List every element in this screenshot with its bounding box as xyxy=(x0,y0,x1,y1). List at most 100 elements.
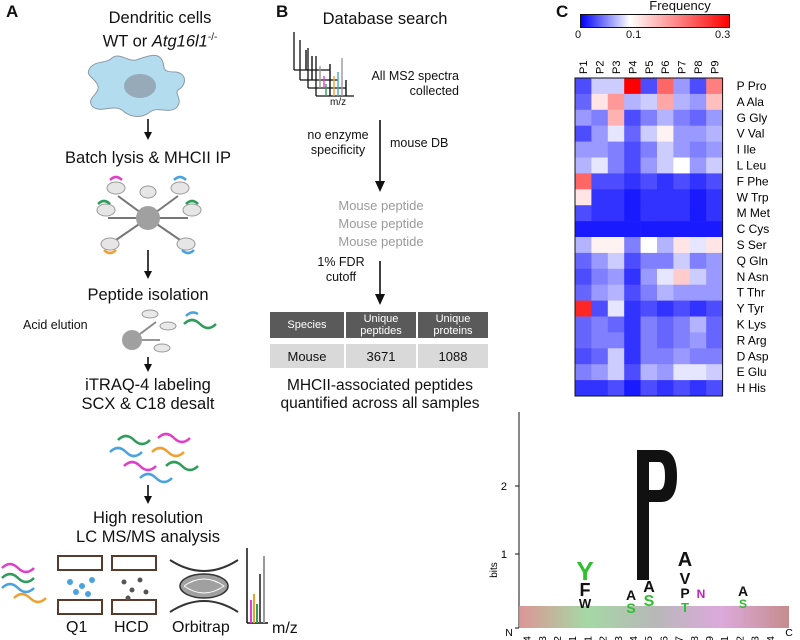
heatmap-cell xyxy=(689,93,707,111)
logo-xtick: -3 xyxy=(537,636,549,640)
heatmap-cell xyxy=(640,109,658,126)
step-peptide-isolation: Peptide isolation xyxy=(87,286,209,304)
heatmap-cell xyxy=(591,252,609,270)
heatmap-cell xyxy=(657,237,674,254)
heatmap-cell xyxy=(657,268,674,285)
heatmap-cell xyxy=(575,157,592,174)
logo-xtick: -1 xyxy=(567,636,579,640)
logo-xtick: P3 xyxy=(613,636,625,640)
heatmap-cell xyxy=(607,221,625,238)
mouse-peptide-item: Mouse peptide xyxy=(338,216,424,231)
table-cell: Mouse xyxy=(270,344,344,368)
heatmap-cell xyxy=(575,284,592,301)
heatmap-cell xyxy=(607,364,625,381)
heatmap-cell xyxy=(607,332,625,349)
table-header-cell: Species xyxy=(270,312,344,338)
panel-c-letter: C xyxy=(556,2,569,21)
heatmap-cell xyxy=(706,300,723,317)
heatmap-cell xyxy=(624,125,641,142)
heatmap-cell xyxy=(591,109,609,126)
heatmap-cell xyxy=(607,252,625,270)
svg-text:A: A xyxy=(738,583,748,599)
heatmap-cell xyxy=(624,300,641,317)
heatmap-cell xyxy=(575,189,592,206)
output-spectrum-icon xyxy=(246,548,268,624)
heatmap-cell xyxy=(706,205,723,222)
heatmap-cell xyxy=(591,380,609,397)
ion-stream-icon xyxy=(1,562,47,604)
heatmap-row-label: M Met xyxy=(737,206,771,220)
heatmap-row-label: E Glu xyxy=(737,365,767,379)
heatmap-cell xyxy=(657,300,674,317)
heatmap-cell xyxy=(673,189,691,206)
panel-a-letter: A xyxy=(6,2,19,21)
dendritic-cells-label: Dendritic cells xyxy=(108,9,212,27)
heatmap-cell xyxy=(591,173,609,190)
heatmap-cell xyxy=(607,173,625,190)
heatmap-cell xyxy=(607,157,625,174)
mouse-db-note: mouse DB xyxy=(390,136,449,150)
heatmap-cell xyxy=(624,78,641,95)
heatmap-cell xyxy=(624,348,641,365)
heatmap-cell xyxy=(575,205,592,222)
heatmap-cell xyxy=(689,141,707,158)
heatmap-cell xyxy=(706,221,723,238)
heatmap-cell xyxy=(689,78,707,95)
heatmap-cell xyxy=(591,316,609,333)
heatmap-cell xyxy=(689,173,707,190)
logo-xtick: -2 xyxy=(552,636,564,640)
mouse-peptide-list: Mouse peptide Mouse peptide Mouse peptid… xyxy=(316,197,446,251)
heatmap-cell xyxy=(706,173,723,190)
table-cell: 1088 xyxy=(418,344,488,368)
logo-ytick: 1 xyxy=(501,549,507,561)
svg-text:S: S xyxy=(644,593,655,610)
heatmap-cell xyxy=(640,348,658,365)
heatmap-cell xyxy=(657,205,674,222)
logo-xtick: +3 xyxy=(750,636,762,640)
heatmap-cell xyxy=(640,157,658,174)
heatmap-cell xyxy=(689,221,707,238)
output-mz-label: m/z xyxy=(272,620,298,637)
heatmap-cell xyxy=(689,252,707,270)
heatmap-cell xyxy=(657,78,674,95)
logo-xtick: +2 xyxy=(734,636,746,640)
heatmap-cell xyxy=(624,284,641,301)
heatmap-cell xyxy=(640,125,658,142)
logo-xtick: P2 xyxy=(598,636,610,640)
heatmap-cell xyxy=(706,380,723,397)
heatmap-cell xyxy=(575,316,592,333)
fdr-cutoff-note: 1% FDR cutoff xyxy=(317,255,365,284)
heatmap-cell xyxy=(689,268,707,285)
heatmap-cell xyxy=(607,205,625,222)
heatmap-cell xyxy=(575,173,592,190)
hcd-fragments xyxy=(121,577,149,601)
heatmap-cell xyxy=(657,364,674,381)
heatmap-column-label: P3 xyxy=(611,61,623,74)
heatmap-cell xyxy=(575,221,592,238)
heatmap-cell xyxy=(607,316,625,333)
heatmap-cell xyxy=(607,300,625,317)
heatmap-cell xyxy=(689,316,707,333)
heatmap-cell xyxy=(657,348,674,365)
heatmap-cell xyxy=(706,364,723,381)
heatmap-cell xyxy=(575,125,592,142)
heatmap-cell xyxy=(673,93,691,111)
logo-ylabel: bits xyxy=(489,562,500,578)
dendritic-cell-icon xyxy=(87,54,185,117)
heatmap-cell xyxy=(657,189,674,206)
svg-text:A: A xyxy=(643,579,655,596)
table-cell: 3671 xyxy=(346,344,416,368)
heatmap-cell xyxy=(575,141,592,158)
heatmap-cell xyxy=(591,300,609,317)
heatmap-cell xyxy=(640,237,658,254)
colorbar-tick: 0.1 xyxy=(626,29,642,41)
ms2-spectra-icon xyxy=(293,32,354,97)
heatmap-cell xyxy=(640,332,658,349)
heatmap-row-label: G Gly xyxy=(737,111,768,125)
logo-xtick: P9 xyxy=(704,636,716,640)
svg-text:A: A xyxy=(626,587,636,603)
svg-text:W: W xyxy=(579,596,592,611)
heatmap-cell xyxy=(706,109,723,126)
heatmap-cell xyxy=(624,93,641,111)
heatmap-frame xyxy=(574,77,724,397)
